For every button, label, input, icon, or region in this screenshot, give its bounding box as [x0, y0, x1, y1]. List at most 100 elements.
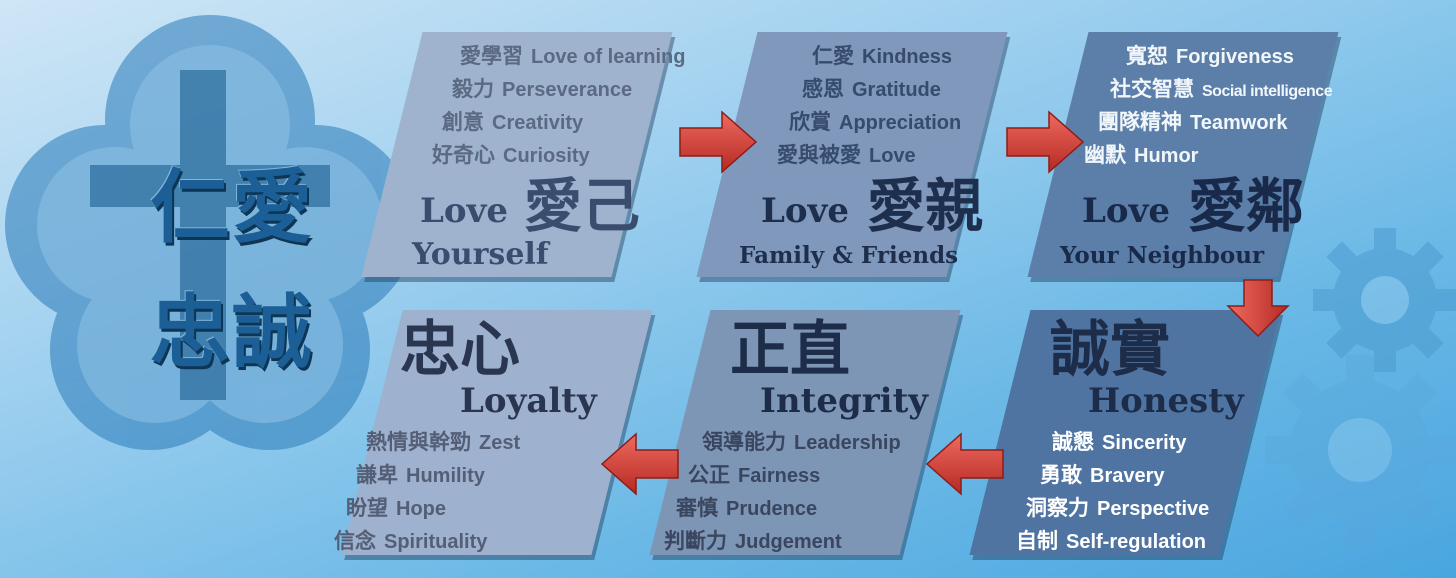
panel-title-en: Family & Friends	[739, 242, 959, 269]
trait-fairness: 公正 Fairness	[688, 463, 821, 487]
arrow-right-icon	[679, 110, 758, 174]
gear-icon-2	[1265, 355, 1455, 545]
trait-en: Fairness	[738, 465, 821, 487]
trait-en: Love	[869, 145, 916, 167]
trait-zest: 熱情與幹勁 Zest	[366, 430, 521, 454]
panel-title-zh: 正直	[730, 315, 850, 385]
love-label: Love	[1082, 191, 1170, 231]
trait-zh: 毅力	[452, 77, 494, 101]
trait-en: Gratitude	[852, 79, 941, 101]
trait-zh: 勇敢	[1040, 463, 1082, 487]
panel-title-en: Yourself	[412, 237, 549, 272]
panel-title-zh: 愛己	[524, 172, 641, 240]
love-label: Love	[761, 191, 849, 231]
trait-teamwork: 團隊精神 Teamwork	[1098, 110, 1288, 134]
panel-integrity: 正直 Integrity 領導能力 Leadership 公正 Fairness 審…	[649, 310, 961, 555]
panel-title-en: Integrity	[760, 381, 929, 421]
trait-en: Perseverance	[502, 79, 633, 101]
trait-zh: 自制	[1016, 529, 1058, 553]
trait-zh: 團隊精神	[1098, 110, 1182, 134]
trait-zh: 信念	[334, 529, 376, 553]
trait-spirituality: 信念 Spirituality	[334, 529, 488, 553]
trait-humor: 幽默 Humor	[1084, 143, 1199, 167]
trait-sincerity: 誠懇 Sincerity	[1052, 430, 1187, 454]
trait-en: Creativity	[492, 112, 584, 134]
trait-hope: 盼望 Hope	[346, 496, 446, 520]
trait-zh: 幽默	[1084, 143, 1126, 167]
trait-leadership: 領導能力 Leadership	[702, 430, 901, 454]
trait-en: Kindness	[862, 46, 953, 68]
trait-love: 愛與被愛 Love	[777, 143, 916, 167]
trait-perseverance: 毅力 Perseverance	[452, 77, 633, 101]
trait-zh: 判斷力	[664, 529, 727, 553]
panel-title-zh: 忠心	[400, 315, 520, 385]
arrow-down-icon	[1226, 279, 1290, 338]
school-emblem	[5, 15, 415, 450]
gear-decoration	[1265, 228, 1456, 545]
trait-en: Zest	[479, 432, 521, 454]
trait-en: Judgement	[735, 531, 842, 553]
cross-icon	[90, 70, 330, 400]
trait-zh: 公正	[688, 463, 730, 487]
panel-title-zh: 愛親	[867, 172, 984, 240]
love-label: Love	[420, 191, 508, 231]
trait-zh: 審慎	[676, 496, 718, 520]
trait-zh: 寬恕	[1126, 44, 1168, 68]
trait-zh: 愛與被愛	[777, 143, 861, 167]
trait-zh: 感恩	[802, 77, 844, 101]
trait-zh: 好奇心	[432, 143, 495, 167]
trait-en: Humility	[406, 465, 485, 487]
trait-zh: 誠懇	[1052, 430, 1094, 454]
trait-zh: 創意	[442, 110, 484, 134]
trait-en: Sincerity	[1102, 432, 1187, 454]
motto-line-2: 忠誠	[150, 286, 314, 379]
trait-gratitude: 感恩 Gratitude	[802, 77, 941, 101]
panel-title-en: Your Neighbour	[1060, 242, 1265, 269]
trait-zh: 欣賞	[789, 110, 831, 134]
trait-perspective: 洞察力 Perspective	[1026, 496, 1210, 520]
trait-en: Hope	[396, 498, 446, 520]
trait-zh: 盼望	[346, 496, 388, 520]
trait-en: Leadership	[794, 432, 901, 454]
trait-forgiveness: 寬恕 Forgiveness	[1126, 44, 1294, 68]
trait-zh: 領導能力	[702, 430, 786, 454]
trait-self-regulation: 自制 Self-regulation	[1016, 529, 1207, 553]
trait-appreciation: 欣賞 Appreciation	[789, 110, 962, 134]
trait-en: Bravery	[1090, 465, 1165, 487]
trait-humility: 謙卑 Humility	[356, 463, 485, 487]
trait-en: Humor	[1134, 145, 1199, 167]
arrow-left-icon	[600, 432, 679, 496]
trait-zh: 仁愛	[812, 44, 854, 68]
trait-en: Love of learning	[531, 46, 686, 68]
trait-creativity: 創意 Creativity	[442, 110, 584, 134]
gear-icon	[1313, 228, 1456, 372]
trait-zh: 社交智慧	[1110, 77, 1194, 101]
motto-line-1: 仁愛	[150, 161, 314, 254]
arrow-left-icon	[925, 432, 1004, 496]
trait-zh: 熱情與幹勁	[366, 430, 471, 454]
trait-kindness: 仁愛 Kindness	[812, 44, 953, 68]
trait-zh: 洞察力	[1026, 496, 1089, 520]
trait-bravery: 勇敢 Bravery	[1040, 463, 1165, 487]
panel-title-en: Loyalty	[460, 381, 597, 421]
arrow-right-icon	[1006, 110, 1085, 174]
trait-social-intelligence: 社交智慧 Social intelligence	[1110, 77, 1333, 101]
trait-judgement: 判斷力 Judgement	[664, 529, 842, 553]
trait-curiosity: 好奇心 Curiosity	[432, 143, 590, 167]
trait-en: Forgiveness	[1176, 46, 1294, 68]
trait-en: Social intelligence	[1202, 83, 1333, 100]
trait-en: Perspective	[1097, 498, 1210, 520]
trait-zh: 謙卑	[356, 463, 398, 487]
trait-en: Prudence	[726, 498, 818, 520]
trait-en: Teamwork	[1190, 112, 1288, 134]
trait-en: Appreciation	[839, 112, 962, 134]
trait-en: Self-regulation	[1066, 531, 1207, 553]
trait-en: Spirituality	[384, 531, 488, 553]
panel-title-zh: 愛鄰	[1188, 172, 1305, 240]
panel-title-en: Honesty	[1088, 381, 1244, 421]
trait-prudence: 審慎 Prudence	[676, 496, 818, 520]
trait-en: Curiosity	[503, 145, 590, 167]
